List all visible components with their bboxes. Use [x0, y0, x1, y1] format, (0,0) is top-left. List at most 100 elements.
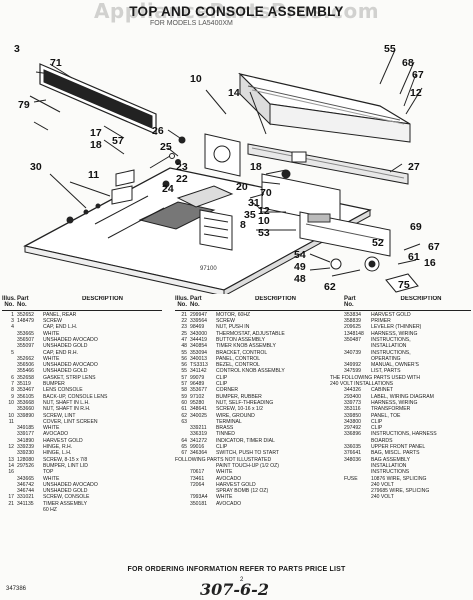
callout-label: 62	[324, 281, 336, 293]
part-number: 358839	[344, 318, 361, 325]
parts-row: 240 VOLT	[330, 494, 471, 500]
part-number: 339850	[344, 412, 361, 419]
rear-panel-face	[43, 69, 153, 129]
illus-number: 55	[181, 368, 187, 375]
illus-number: 16	[8, 469, 14, 476]
part-description: TOP	[43, 469, 54, 476]
illus-number: 55	[181, 349, 187, 356]
page-title: TOP AND CONSOLE ASSEMBLY	[129, 4, 344, 19]
part-number: 339239	[17, 444, 34, 451]
part-description: CLIP	[216, 374, 228, 381]
part-description: LABEL, WIRING DIAGRAM	[371, 393, 434, 400]
part-description: PANEL, CONTROL	[216, 355, 261, 362]
part-description: 60 HZ	[43, 507, 57, 514]
parts-row: 358839 PRIMER	[330, 318, 471, 324]
part-number: 339890	[17, 412, 34, 419]
callout-label: 25	[160, 141, 172, 153]
parts-note: FOLLOWING PARTS NOT ILLUSTRATED	[175, 456, 272, 463]
column-header-sub: No. No.	[177, 302, 200, 309]
illus-number: 56	[181, 362, 187, 369]
part-description: HARNESS, WIRING	[371, 330, 418, 337]
callout-label: 52	[372, 237, 384, 249]
control-knob	[330, 258, 342, 270]
part-description: LENS CONSOLE	[43, 387, 83, 394]
part-description: CLIP	[216, 381, 228, 388]
callout-label: 18	[90, 139, 102, 151]
part-description: SWITCH, PUSH TO START	[216, 450, 280, 457]
lint-screen	[199, 209, 233, 251]
callout-label: 23	[176, 161, 188, 173]
callout-label: 49	[294, 261, 306, 273]
illus-number: 6	[11, 374, 14, 381]
part-number: 355097	[17, 343, 34, 350]
part-description: BUTTON ASSEMBLY	[216, 337, 266, 343]
part-description: CLIP	[371, 418, 383, 425]
part-number: 128080	[17, 456, 34, 463]
part-description: INSTRUCTIONS	[371, 469, 410, 476]
part-number: 297526	[17, 462, 34, 469]
part-number: 352652	[17, 311, 34, 318]
illus-number: 65	[181, 444, 187, 451]
part-number: 336319	[190, 431, 207, 438]
part-description: INSTRUCTIONS, HARNESS	[371, 431, 437, 438]
part-number: 7993A4	[190, 494, 208, 501]
callout-label: 35	[244, 209, 256, 221]
parts-row: OPERATING	[330, 356, 471, 362]
callout-label: 79	[18, 99, 30, 111]
part-number: 336896	[344, 431, 361, 438]
illus-number	[2, 507, 17, 513]
part-description: SCREW	[216, 318, 235, 325]
misc-parts-bag	[385, 273, 419, 293]
illus-number: 22	[181, 318, 187, 325]
illus-number: 58	[181, 387, 187, 394]
part-description: UNSHADED GOLD	[43, 343, 88, 350]
lint-opening	[138, 201, 216, 230]
illus-number: 8	[11, 387, 14, 394]
part-number: 339177	[17, 431, 34, 438]
part-number: 346364	[190, 450, 207, 457]
part-description: BUMPER, LINT LID	[43, 462, 88, 469]
illus-number: 61	[181, 406, 187, 413]
callout-label: 16	[424, 257, 436, 269]
part-number: 356507	[17, 337, 34, 343]
part-description: INSTALLATION	[371, 343, 407, 350]
part-number: 344419	[190, 337, 207, 343]
part-description: MOTOR, 60HZ	[216, 311, 251, 318]
part-description: CAP, END L.H.	[43, 324, 78, 331]
callout-label: 53	[258, 227, 270, 239]
part-description: PRIMER	[371, 318, 391, 325]
part-number	[17, 507, 43, 513]
column-header: Illus. Part DESCRIPTION	[2, 296, 123, 302]
part-description: GASKET, STRIP LENS	[43, 374, 96, 381]
part-number: 353677	[190, 387, 207, 394]
part-description: CAP, END R.H.	[43, 349, 79, 356]
part-description: BRASS	[216, 425, 234, 432]
part-description: SCREW, LINT	[43, 412, 76, 419]
illus-number: 1	[11, 311, 14, 318]
part-number: 343665	[17, 475, 34, 482]
part-description: UNSHADED AVOCADO	[43, 337, 98, 343]
part-description: SPRAY BOMB (12 OZ)	[216, 488, 269, 495]
hinge	[115, 169, 135, 187]
part-number: 339230	[17, 450, 34, 457]
part-description: BUMPER, RUBBER	[216, 393, 262, 400]
